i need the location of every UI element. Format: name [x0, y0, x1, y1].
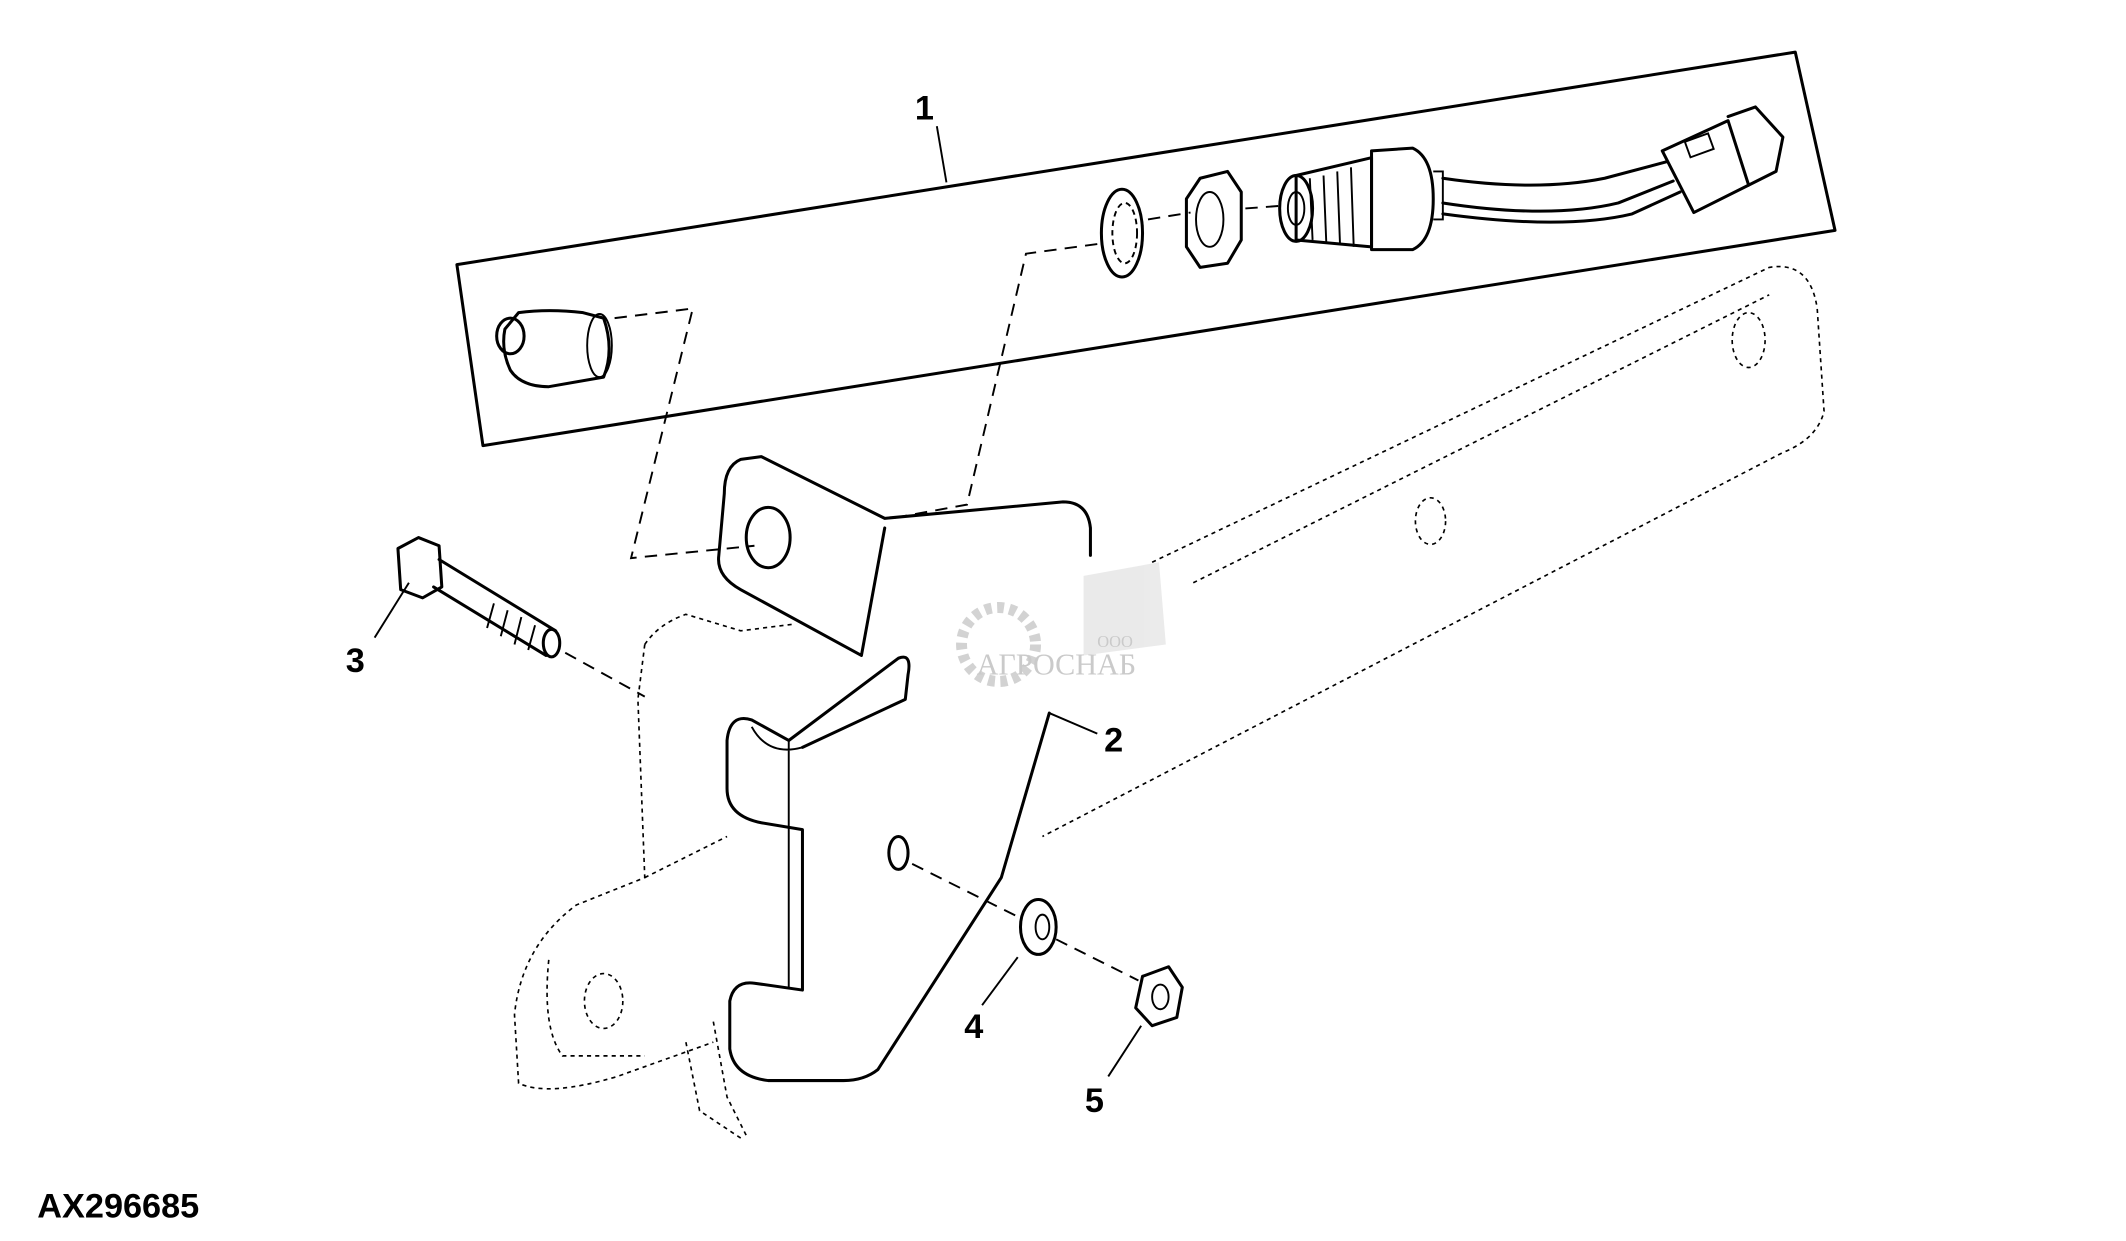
callout-3: 3 — [346, 642, 365, 680]
svg-text:АГРОСНАБ: АГРОСНАБ — [977, 648, 1136, 682]
mounting-bracket — [717, 455, 1092, 1083]
callout-leaders — [373, 125, 1142, 1077]
cap-screw — [396, 536, 562, 659]
callout-5: 5 — [1085, 1082, 1104, 1120]
agrosnab-watermark-logo: ООО АГРОСНАБ — [956, 562, 1166, 688]
figure-id: AX296685 — [37, 1188, 199, 1226]
flat-washer — [1018, 898, 1058, 956]
frame-arm-outline — [513, 265, 1825, 1139]
callout-2: 2 — [1104, 721, 1123, 759]
kit-panel-frame — [455, 50, 1837, 448]
jam-nut — [1184, 169, 1243, 269]
lock-nut — [1134, 965, 1184, 1028]
svg-text:ООО: ООО — [1097, 632, 1133, 651]
callout-1: 1 — [915, 89, 934, 127]
lock-washer — [1099, 187, 1145, 279]
assembly-center-lines — [564, 204, 1283, 982]
plug-cap — [495, 309, 613, 389]
callout-4: 4 — [964, 1008, 983, 1046]
temperature-switch — [1278, 105, 1785, 252]
